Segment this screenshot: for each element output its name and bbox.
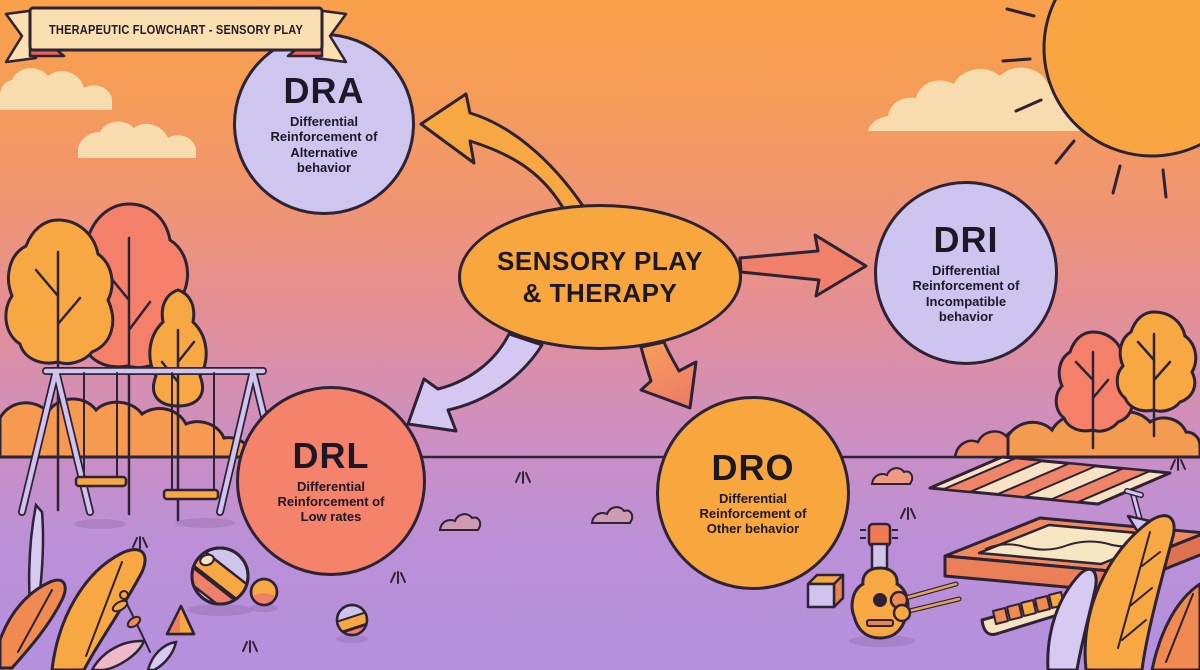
cone-illustration — [165, 604, 196, 636]
node-dra-description: Differential Reinforcement of Alternativ… — [270, 113, 378, 175]
ribbon-body — [28, 6, 324, 52]
ribbon-label: THERAPEUTIC FLOWCHART - SENSORY PLAY — [49, 23, 303, 37]
node-drl-abbr: DRL — [292, 434, 370, 476]
small-balls-illustration — [249, 577, 369, 637]
node-dro-description: Differential Reinforcement of Other beha… — [699, 490, 807, 537]
node-drl: DRL Differential Reinforcement of Low ra… — [236, 386, 426, 576]
node-dra-abbr: DRA — [283, 69, 365, 111]
beach-ball-illustration — [190, 546, 250, 606]
node-dri-description: Differential Reinforcement of Incompatib… — [912, 262, 1020, 324]
node-dro-abbr: DRO — [711, 446, 795, 488]
sun-illustration — [1001, 0, 1200, 199]
mallets-illustration — [889, 581, 962, 623]
arrow-to-drl — [406, 332, 544, 433]
ground-shadows — [74, 518, 915, 647]
ground-puffs-illustration — [438, 467, 914, 531]
node-dra: DRA Differential Reinforcement of Altern… — [233, 33, 415, 215]
toy-block-illustration — [806, 573, 845, 609]
node-dro: DRO Differential Reinforcement of Other … — [656, 396, 850, 590]
swing-set-illustration — [18, 367, 291, 516]
right-trees-illustration — [953, 310, 1200, 459]
left-trees-illustration — [4, 202, 208, 522]
node-dri-abbr: DRI — [933, 218, 999, 260]
arrow-to-dro — [639, 340, 698, 410]
guitar-illustration — [850, 522, 910, 640]
clouds-illustration — [0, 67, 1135, 158]
right-leaves-illustration — [1046, 514, 1200, 670]
shovel-illustration — [1124, 488, 1152, 539]
arrow-to-dri — [738, 233, 868, 298]
center-node-sensory-play-therapy: SENSORY PLAY & THERAPY — [458, 204, 742, 350]
title-ribbon-banner: THERAPEUTIC FLOWCHART - SENSORY PLAY — [4, 6, 348, 64]
node-drl-description: Differential Reinforcement of Low rates — [277, 478, 385, 525]
arrow-to-dra — [419, 92, 585, 215]
picnic-mat-illustration — [928, 455, 1172, 506]
node-dri: DRI Differential Reinforcement of Incomp… — [874, 181, 1058, 365]
left-plants-illustration — [0, 502, 178, 670]
